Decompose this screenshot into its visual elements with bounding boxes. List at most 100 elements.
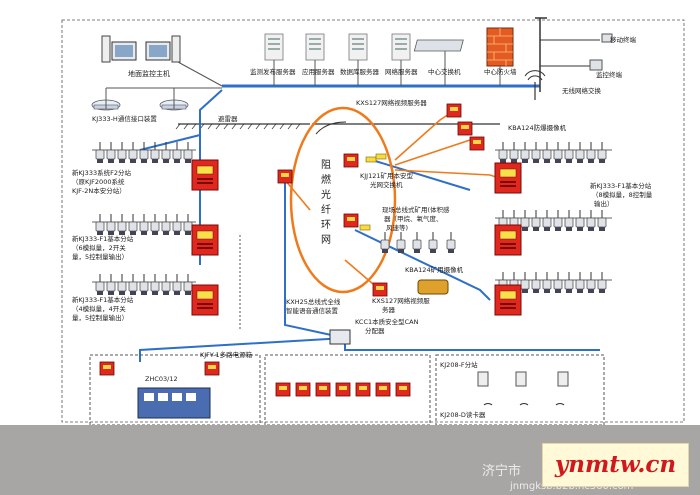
- label-kx025: KXH25总线式全线: [286, 297, 341, 306]
- label-right1-b: （8模拟量，8控制量: [592, 190, 653, 199]
- sensor-icon: [586, 271, 596, 294]
- label-kcc: KCC1本质安全型CAN: [355, 317, 419, 326]
- center-switch-icon: [413, 39, 464, 86]
- broadcast-console-icon: [137, 387, 211, 419]
- label-kj121: KJJ121矿用本安型: [360, 171, 414, 180]
- right-wireless-devices: [477, 371, 569, 406]
- label-kxs127-mid2: 务器: [382, 305, 396, 314]
- red-module-icon: [395, 382, 411, 397]
- label-kcc2: 分配器: [365, 326, 385, 335]
- sensor-icon: [183, 213, 193, 236]
- sensor-icon: [183, 273, 193, 296]
- label-left1-a: 新KJ333系统F2分站: [72, 168, 131, 177]
- sensor-icon: [161, 213, 171, 236]
- monitor-hosts: [101, 35, 223, 87]
- ground-line: [175, 121, 500, 135]
- sensor-icon: [428, 231, 438, 254]
- sensor-icon: [531, 141, 541, 164]
- label-right1-a: 新KJ333-F1基本分站: [590, 181, 652, 190]
- sensor-icon: [597, 209, 607, 232]
- sensor-icon: [553, 209, 563, 232]
- red-module-icon: [335, 382, 351, 397]
- label-kj333h-interface: KJ333-H通信接口装置: [92, 114, 157, 123]
- sensor-icon: [117, 273, 127, 296]
- outer-frame: [61, 19, 685, 423]
- label-ring-6: 网: [321, 234, 331, 246]
- label-zhc: ZHC03/12: [145, 375, 178, 383]
- label-srv1: 监测发布服务器: [250, 67, 296, 76]
- sensor-icon: [520, 141, 530, 164]
- label-kj208-a: KJ208-F分站: [440, 360, 478, 369]
- label-terminal2: 监控终端: [596, 70, 623, 79]
- sensor-icon: [586, 209, 596, 232]
- sensor-icon: [542, 209, 552, 232]
- sensor-icon: [564, 141, 574, 164]
- sensor-icon: [597, 271, 607, 294]
- label-lightning: 避雷器: [218, 114, 238, 123]
- sensor-icon: [106, 213, 116, 236]
- sensor-icon: [172, 213, 182, 236]
- label-kba124-top: KBA124防爆摄像机: [508, 123, 567, 132]
- label-left3-a: 新KJ333-F1基本分站: [72, 295, 134, 304]
- label-kxs127-mid: KXS127网络视频服: [372, 296, 430, 305]
- sensor-icon: [575, 209, 585, 232]
- sensor-icon: [128, 273, 138, 296]
- label-ring-5: 环: [321, 220, 331, 231]
- sensor-icon: [564, 271, 574, 294]
- labels: 地面监控主机 KJ333-H通信接口装置 避雷器 监测发布服务器 应用服务器 数…: [72, 35, 653, 419]
- label-kba124-mid: KBA124矿用摄像机: [405, 265, 464, 274]
- label-bus-sensor2: 器（甲烷、氧气度、: [384, 214, 443, 223]
- sensor-icon: [139, 213, 149, 236]
- footer-site-name: 济宁市: [482, 464, 522, 479]
- firewall-icon: [486, 27, 514, 86]
- label-kj208-b: KJ208-D读卡器: [440, 410, 486, 419]
- sensor-icon: [95, 141, 105, 164]
- sensor-icon: [95, 213, 105, 236]
- sensor-icon: [531, 271, 541, 294]
- sensor-icon: [542, 271, 552, 294]
- label-right1-c: 输出）: [594, 199, 614, 208]
- label-ring-2: 燃: [321, 173, 331, 186]
- sensor-icon: [380, 231, 390, 254]
- label-kj121b: 光网交换机: [370, 180, 403, 189]
- red-module-icon: [275, 382, 291, 397]
- label-kjfy: KJFY-1多路电源箱: [200, 350, 253, 359]
- sensor-icon: [498, 141, 508, 164]
- label-ring-3: 光: [321, 188, 331, 201]
- label-monitor-host: 地面监控主机: [128, 69, 170, 78]
- label-video-server: KXS127网络视频服务器: [356, 98, 427, 107]
- label-kx025b: 智能语音通信装置: [286, 306, 339, 315]
- sensor-icon: [150, 273, 160, 296]
- label-wireless: 无线网络交换: [562, 86, 602, 95]
- sensor-icon: [128, 213, 138, 236]
- sensor-icon: [183, 141, 193, 164]
- sensor-icon: [412, 231, 422, 254]
- sensor-icon: [597, 141, 607, 164]
- sensor-icon: [586, 141, 596, 164]
- sensor-icon: [150, 213, 160, 236]
- label-srv2: 应用服务器: [302, 67, 335, 76]
- sensor-icon: [520, 209, 530, 232]
- label-left1-b: （原KJF2000系统: [72, 177, 125, 186]
- sensor-icon: [161, 273, 171, 296]
- sensor-icon: [531, 209, 541, 232]
- label-left3-c: 量，5控制量输出）: [72, 313, 128, 322]
- middle-red-modules: [275, 382, 411, 397]
- label-bus-sensor3: 风速等): [386, 223, 408, 232]
- sensor-icon: [106, 141, 116, 164]
- watermark-logo: ynmtw.cn: [542, 443, 689, 487]
- label-srv4: 网络服务器: [385, 67, 418, 76]
- sensor-icon: [446, 231, 456, 254]
- sensor-icon: [542, 141, 552, 164]
- sensor-icon: [564, 209, 574, 232]
- label-bus-sensor: 现场总线式矿用(体积感: [382, 205, 450, 214]
- label-srv3: 数据库服务器: [340, 67, 380, 76]
- label-ring-4: 纤: [321, 203, 331, 216]
- left-sensors: [95, 141, 193, 296]
- sensor-icon: [553, 141, 563, 164]
- sensor-icon: [117, 141, 127, 164]
- kcc-hub-icon: [329, 329, 351, 345]
- label-firewall: 中心防火墙: [484, 67, 517, 76]
- sensor-icon: [117, 213, 127, 236]
